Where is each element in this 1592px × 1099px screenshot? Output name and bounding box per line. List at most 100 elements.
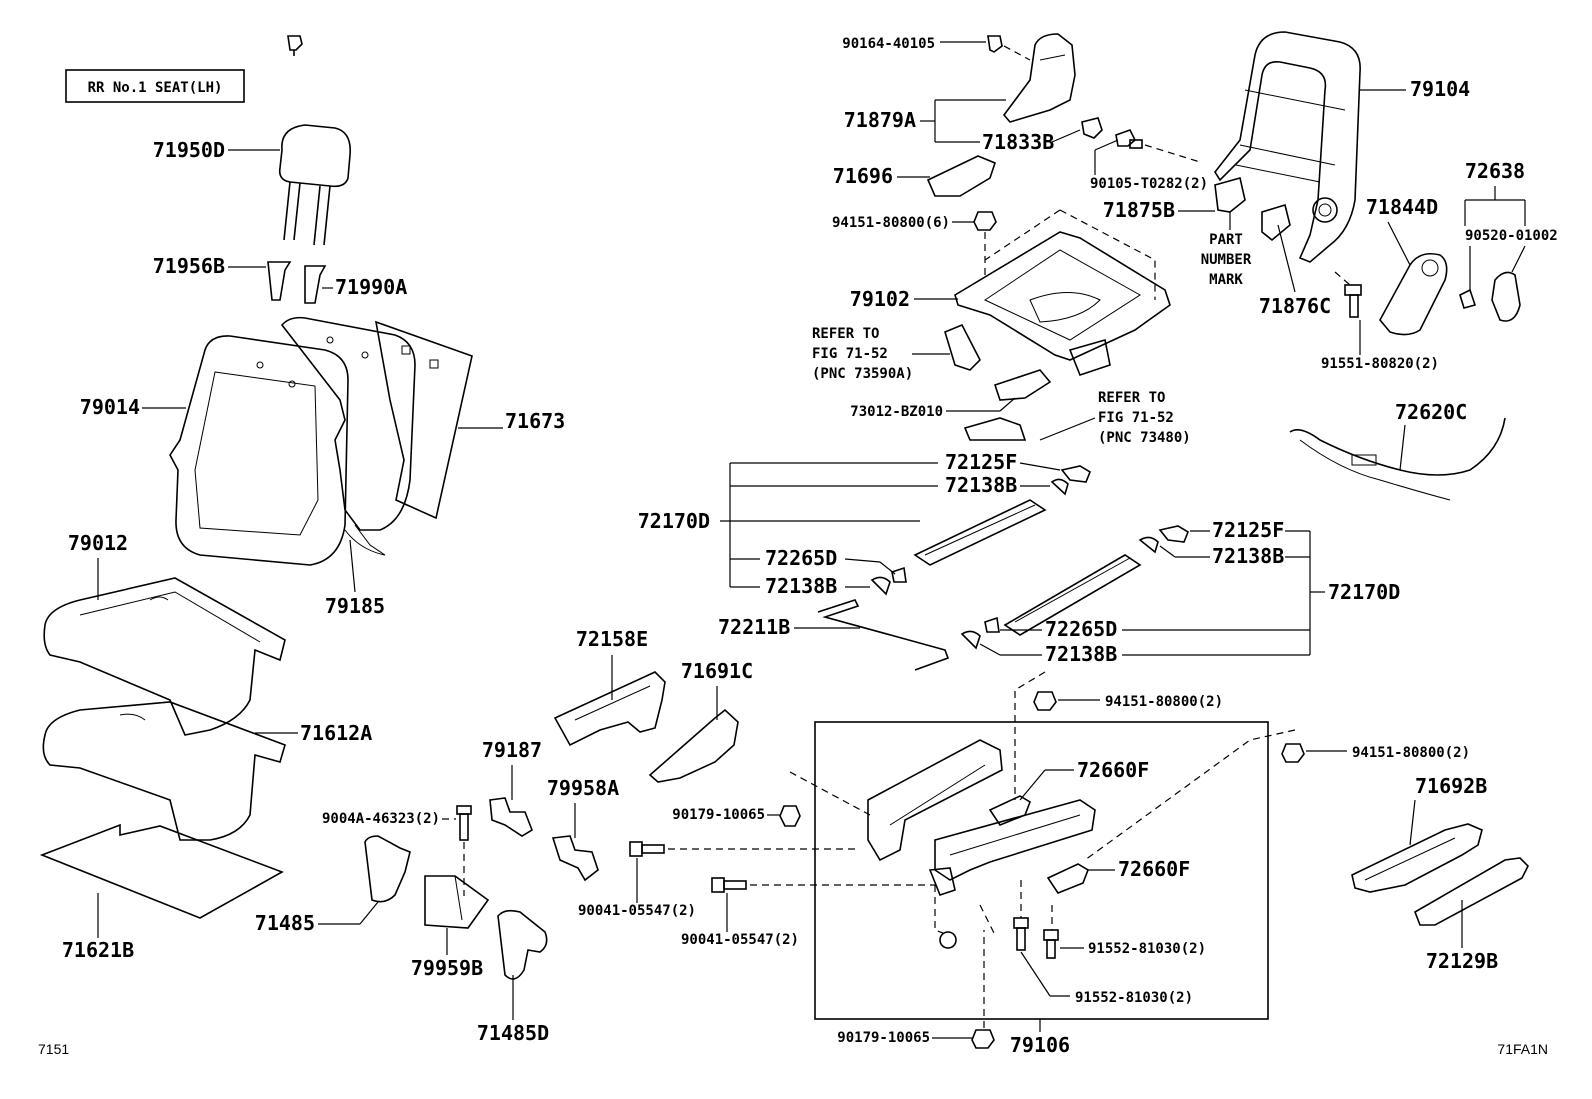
bracket-79187 xyxy=(489,797,533,837)
label-72660F-a: 72660F xyxy=(1077,758,1149,782)
seat-cushion-pad-part xyxy=(42,701,286,841)
label-90520-01002: 90520-01002 xyxy=(1465,228,1558,244)
nut-94151-c xyxy=(1281,743,1305,763)
label-9004A-46323: 9004A-46323(2) xyxy=(322,811,440,827)
label-79106: 79106 xyxy=(1010,1033,1070,1057)
belt-anchor-part xyxy=(963,417,1027,441)
bracket-71879A xyxy=(1002,33,1076,123)
label-79959B: 79959B xyxy=(411,956,483,980)
clip-72138B-a xyxy=(1050,478,1069,496)
part-number-mark-l1: PART xyxy=(1209,232,1243,248)
label-72265D-b: 72265D xyxy=(1045,617,1117,641)
cover-72158E xyxy=(553,671,666,747)
latch-72125F-b xyxy=(1158,525,1189,543)
label-72638: 72638 xyxy=(1465,159,1525,183)
bolt-9004A xyxy=(456,805,472,841)
cover-79959B xyxy=(424,875,490,929)
refer1-line1: REFER TO xyxy=(812,326,879,342)
seatback-pad-part xyxy=(280,316,416,556)
clip-72138B-b xyxy=(870,576,891,596)
bolt-91552-b xyxy=(1013,917,1029,951)
label-72129B: 72129B xyxy=(1426,949,1498,973)
seat-frame-79102 xyxy=(954,231,1171,376)
bracket-79958A xyxy=(551,835,599,882)
clip-72138B-c xyxy=(1138,536,1159,554)
bolt-91552-a xyxy=(1043,929,1059,959)
label-72158E: 72158E xyxy=(576,627,648,651)
cover-71691C xyxy=(648,708,739,783)
label-71621B: 71621B xyxy=(62,938,134,962)
label-79958A: 79958A xyxy=(547,776,619,800)
label-71696: 71696 xyxy=(833,164,893,188)
spring-72265D-b xyxy=(984,616,1000,633)
screw-90164 xyxy=(287,35,303,56)
seat-title: RR No.1 SEAT(LH) xyxy=(88,80,223,96)
label-71485D: 71485D xyxy=(477,1021,549,1045)
label-72138B-a: 72138B xyxy=(945,473,1017,497)
refer2-line3: (PNC 73480) xyxy=(1098,430,1191,446)
label-90179-10065-a: 90179-10065 xyxy=(672,807,765,823)
label-90164-40105: 90164-40105 xyxy=(842,36,935,52)
label-71950D: 71950D xyxy=(153,138,225,162)
clip-71833B xyxy=(1081,117,1103,139)
headrest-support-71990A xyxy=(304,265,327,304)
seat-title-box xyxy=(65,69,245,103)
lock-72660F-a xyxy=(988,795,1031,826)
label-91551-80820: 91551-80820(2) xyxy=(1321,356,1439,372)
seat-rail-a xyxy=(913,499,1047,566)
label-72138B-c: 72138B xyxy=(1212,544,1284,568)
refer2-line2: FIG 71-52 xyxy=(1098,410,1174,426)
cover-71485 xyxy=(364,835,411,903)
label-79102: 79102 xyxy=(850,287,910,311)
cable-72620C xyxy=(1289,417,1506,501)
nut-94151-b xyxy=(1033,691,1057,711)
label-71990A: 71990A xyxy=(335,275,407,299)
label-72211B: 72211B xyxy=(718,615,790,639)
label-71485: 71485 xyxy=(255,911,315,935)
label-72265D-a: 72265D xyxy=(765,546,837,570)
label-79187: 79187 xyxy=(482,738,542,762)
cover-71844D xyxy=(1379,252,1448,336)
label-72620C: 72620C xyxy=(1395,400,1467,424)
label-73012-BZ010: 73012-BZ010 xyxy=(850,404,943,420)
seat-sheet-part xyxy=(39,823,284,919)
figure-code-left: 7151 xyxy=(38,1041,69,1057)
label-71691C: 71691C xyxy=(681,659,753,683)
cover-71485D xyxy=(497,909,548,980)
latch-72125F-a xyxy=(1060,465,1091,483)
label-94151-80800-2-c: 94151-80800(2) xyxy=(1352,745,1470,761)
label-90041-05547-b: 90041-05547(2) xyxy=(681,932,799,948)
seat-adjuster-79106 xyxy=(867,739,1096,949)
headrest-support-71956B xyxy=(267,261,292,301)
seatback-frame-79104 xyxy=(1214,31,1361,263)
spring-72265D-a xyxy=(891,566,907,583)
label-71879A: 71879A xyxy=(844,108,916,132)
seatback-board-part xyxy=(374,320,473,520)
label-91552-81030-b: 91552-81030(2) xyxy=(1075,990,1193,1006)
adjuster-group-box xyxy=(814,721,1269,1020)
label-71612A: 71612A xyxy=(300,721,372,745)
label-90041-05547-a: 90041-05547(2) xyxy=(578,903,696,919)
label-72125F-a: 72125F xyxy=(945,450,1017,474)
bolt-90105 xyxy=(1115,129,1143,149)
hinge-71875B xyxy=(1214,177,1246,213)
cover-71696 xyxy=(926,155,996,197)
refer1-line2: FIG 71-52 xyxy=(812,346,888,362)
label-94151-80800-2-b: 94151-80800(2) xyxy=(1105,694,1223,710)
refer2-line1: REFER TO xyxy=(1098,390,1165,406)
clip-72138B-d xyxy=(960,630,981,650)
label-94151-80800-6: 94151-80800(6) xyxy=(832,215,950,231)
label-79014: 79014 xyxy=(80,395,140,419)
bolt-90041-a xyxy=(629,841,665,857)
label-79185: 79185 xyxy=(325,594,385,618)
label-71844D: 71844D xyxy=(1366,195,1438,219)
label-91552-81030-a: 91552-81030(2) xyxy=(1088,941,1206,957)
headrest-part xyxy=(278,124,352,246)
seat-cushion-cover-part xyxy=(43,577,286,736)
label-79012: 79012 xyxy=(68,531,128,555)
cover-72129B xyxy=(1414,857,1529,926)
label-72138B-b: 72138B xyxy=(765,574,837,598)
bolt-90041-b xyxy=(711,877,747,893)
belt-buckle-part xyxy=(944,323,981,371)
knob-72638 xyxy=(1491,271,1521,322)
